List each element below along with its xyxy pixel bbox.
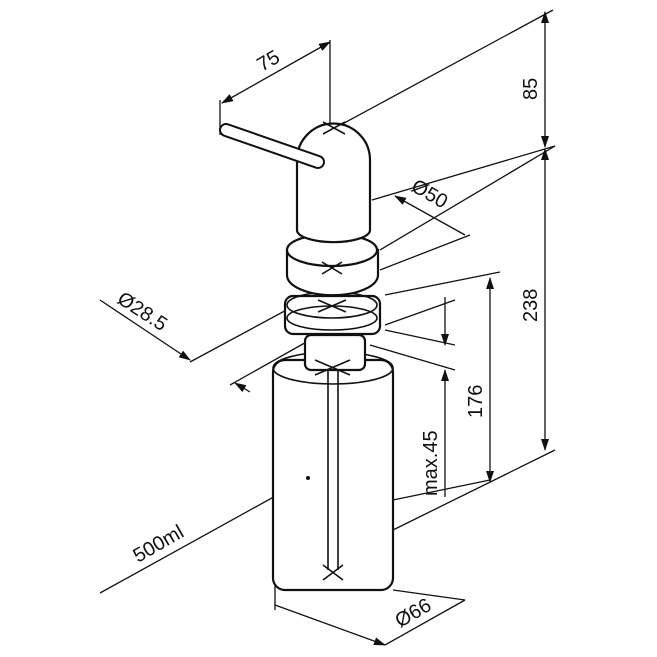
label-75: 75 bbox=[254, 46, 284, 76]
bottle bbox=[271, 358, 395, 592]
label-max-45: max.45 bbox=[420, 430, 442, 496]
neck bbox=[303, 333, 367, 372]
label-238: 238 bbox=[520, 289, 542, 322]
label-diameter-66: Ø66 bbox=[392, 594, 436, 632]
dispenser bbox=[219, 121, 395, 592]
nut bbox=[283, 294, 382, 336]
label-85: 85 bbox=[520, 78, 542, 100]
spout bbox=[221, 125, 323, 167]
dimension-lines bbox=[99, 11, 549, 646]
label-176: 176 bbox=[465, 385, 487, 418]
pump-head bbox=[295, 122, 372, 244]
label-diameter-50: Ø50 bbox=[408, 175, 452, 213]
